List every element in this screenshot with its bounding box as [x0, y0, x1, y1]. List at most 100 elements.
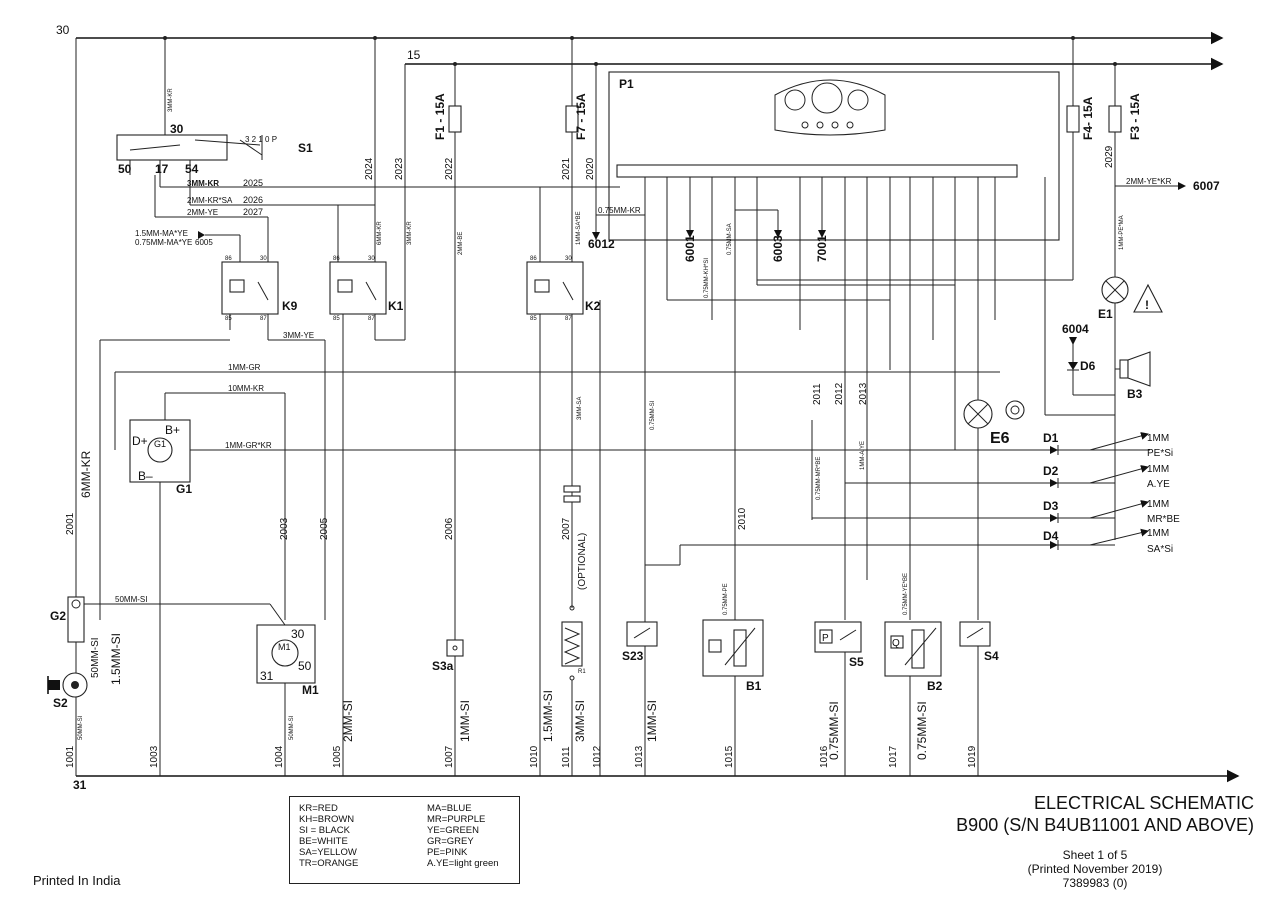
printed-in-note: Printed In India — [33, 873, 121, 888]
svg-text:2007: 2007 — [561, 517, 572, 540]
svg-text:D3: D3 — [1043, 499, 1059, 513]
svg-text:G1: G1 — [154, 439, 166, 449]
connector-optional — [563, 485, 581, 503]
starter-motor-m1: M1 30 50 31 M1 — [256, 624, 319, 697]
svg-text:1005: 1005 — [332, 745, 343, 768]
svg-text:2MM-YE: 2MM-YE — [187, 208, 218, 217]
svg-text:30: 30 — [368, 256, 375, 262]
svg-text:B+: B+ — [165, 423, 180, 437]
svg-text:B3: B3 — [1127, 387, 1143, 401]
svg-text:50: 50 — [298, 659, 312, 673]
fuse-f4: F4- 15A — [757, 36, 1095, 281]
svg-text:F4- 15A: F4- 15A — [1081, 96, 1095, 140]
svg-text:2MM-YE*KR: 2MM-YE*KR — [1126, 177, 1172, 186]
sensor-b1: B1 — [702, 619, 764, 693]
svg-text:0.75MM-SA: 0.75MM-SA — [727, 223, 733, 255]
legend-item: PE=PINK — [427, 847, 468, 858]
svg-text:1016: 1016 — [819, 745, 830, 768]
instrument-cluster-p1: P1 — [608, 71, 1060, 241]
svg-text:1.5MM-MA*YE: 1.5MM-MA*YE — [135, 229, 188, 238]
sensor-b2: Q B2 — [884, 621, 943, 693]
svg-text:15: 15 — [407, 48, 421, 62]
legend-item: BE=WHITE — [299, 836, 348, 847]
color-code-legend: KR=RED KH=BROWN SI = BLACK BE=WHITE SA=Y… — [289, 796, 520, 884]
svg-text:0.75MM-MR*BE: 0.75MM-MR*BE — [816, 457, 822, 500]
svg-text:F1 - 15A: F1 - 15A — [433, 93, 447, 140]
svg-text:1MM-GR: 1MM-GR — [228, 363, 261, 372]
legend-item: KH=BROWN — [299, 814, 355, 825]
ignition-switch-s1: 3 2 1 0 P 30 50 17 54 S1 — [116, 122, 313, 176]
legend-item: SA=YELLOW — [299, 847, 357, 858]
legend-item: MA=BLUE — [427, 803, 472, 814]
svg-text:3MM-SA: 3MM-SA — [577, 397, 583, 420]
svg-text:2MM-SI: 2MM-SI — [341, 700, 355, 742]
svg-text:1MM-A.YE: 1MM-A.YE — [860, 441, 866, 470]
svg-text:0.75MM-YE*BE: 0.75MM-YE*BE — [903, 573, 909, 615]
svg-text:1015: 1015 — [724, 745, 735, 768]
svg-text:2005: 2005 — [319, 517, 330, 540]
svg-text:6003: 6003 — [771, 235, 785, 262]
svg-text:7001: 7001 — [815, 235, 829, 262]
svg-text:30: 30 — [56, 23, 70, 37]
diode-d4: D4 1MM SA*Si — [679, 528, 1173, 565]
svg-text:87: 87 — [368, 316, 375, 322]
svg-text:1001: 1001 — [65, 745, 76, 768]
svg-text:A.YE: A.YE — [1147, 479, 1170, 490]
svg-text:54: 54 — [185, 162, 199, 176]
rail-30: 30 — [56, 23, 1224, 45]
svg-text:K1: K1 — [388, 299, 404, 313]
svg-text:1013: 1013 — [634, 745, 645, 768]
print-date: (Printed November 2019) — [1027, 862, 1163, 876]
part-number: 7389983 (0) — [1062, 876, 1128, 890]
svg-text:D+: D+ — [132, 434, 148, 448]
svg-text:1007: 1007 — [444, 745, 455, 768]
svg-text:2010: 2010 — [737, 507, 748, 530]
svg-text:2023: 2023 — [394, 157, 405, 180]
svg-text:0.75MM-SI: 0.75MM-SI — [827, 701, 841, 760]
legend-item: A.YE=light green — [427, 858, 499, 869]
svg-text:6001: 6001 — [683, 235, 697, 262]
svg-text:85: 85 — [225, 316, 232, 322]
svg-text:0.75MM-SI: 0.75MM-SI — [650, 400, 656, 430]
diode-d2: D2 1MM A.YE — [845, 464, 1170, 490]
svg-text:M1: M1 — [302, 683, 319, 697]
svg-text:85: 85 — [333, 316, 340, 322]
svg-text:1MM-GR*KR: 1MM-GR*KR — [225, 441, 272, 450]
legend-item: KR=RED — [299, 803, 338, 814]
svg-text:D1: D1 — [1043, 431, 1059, 445]
svg-text:2013: 2013 — [858, 382, 869, 405]
svg-text:85: 85 — [530, 316, 537, 322]
svg-text:2MM-BE: 2MM-BE — [458, 232, 464, 255]
svg-text:6005: 6005 — [195, 238, 213, 247]
svg-text:1011: 1011 — [561, 746, 572, 768]
title-block: ELECTRICAL SCHEMATIC B900 (S/N B4UB11001… — [854, 792, 1254, 836]
legend-item: GR=GREY — [427, 836, 474, 847]
lamp-e1: E1 — [1098, 276, 1129, 321]
svg-text:2001: 2001 — [65, 512, 76, 535]
svg-text:2011: 2011 — [812, 383, 823, 405]
svg-text:(OPTIONAL): (OPTIONAL) — [577, 533, 588, 590]
svg-text:R1: R1 — [578, 669, 586, 675]
svg-text:1MM-SI: 1MM-SI — [645, 700, 659, 742]
svg-text:S5: S5 — [849, 655, 864, 669]
svg-text:1MM-SI: 1MM-SI — [458, 700, 472, 742]
svg-text:50MM-SI: 50MM-SI — [90, 637, 101, 678]
svg-text:E1: E1 — [1098, 307, 1113, 321]
svg-text:1MM: 1MM — [1147, 499, 1169, 510]
svg-text:3MM-KR: 3MM-KR — [407, 221, 413, 245]
svg-text:87: 87 — [565, 316, 572, 322]
svg-text:6MM-KR: 6MM-KR — [377, 221, 383, 245]
svg-text:B2: B2 — [927, 679, 943, 693]
svg-text:!: ! — [1145, 298, 1149, 312]
svg-text:D4: D4 — [1043, 529, 1059, 543]
legend-item: SI = BLACK — [299, 825, 350, 836]
svg-text:6007: 6007 — [1193, 179, 1220, 193]
horn-b3: B3 — [1115, 351, 1151, 401]
svg-text:31: 31 — [73, 778, 87, 792]
svg-text:2003: 2003 — [279, 517, 290, 540]
svg-text:SA*Si: SA*Si — [1147, 544, 1173, 555]
switch-s3a: S3a — [432, 639, 464, 673]
alternator-g1: G1 D+ B+ B– G1 — [129, 419, 192, 496]
sheet-number: Sheet 1 of 5 — [1062, 848, 1128, 862]
svg-text:86: 86 — [225, 256, 232, 262]
